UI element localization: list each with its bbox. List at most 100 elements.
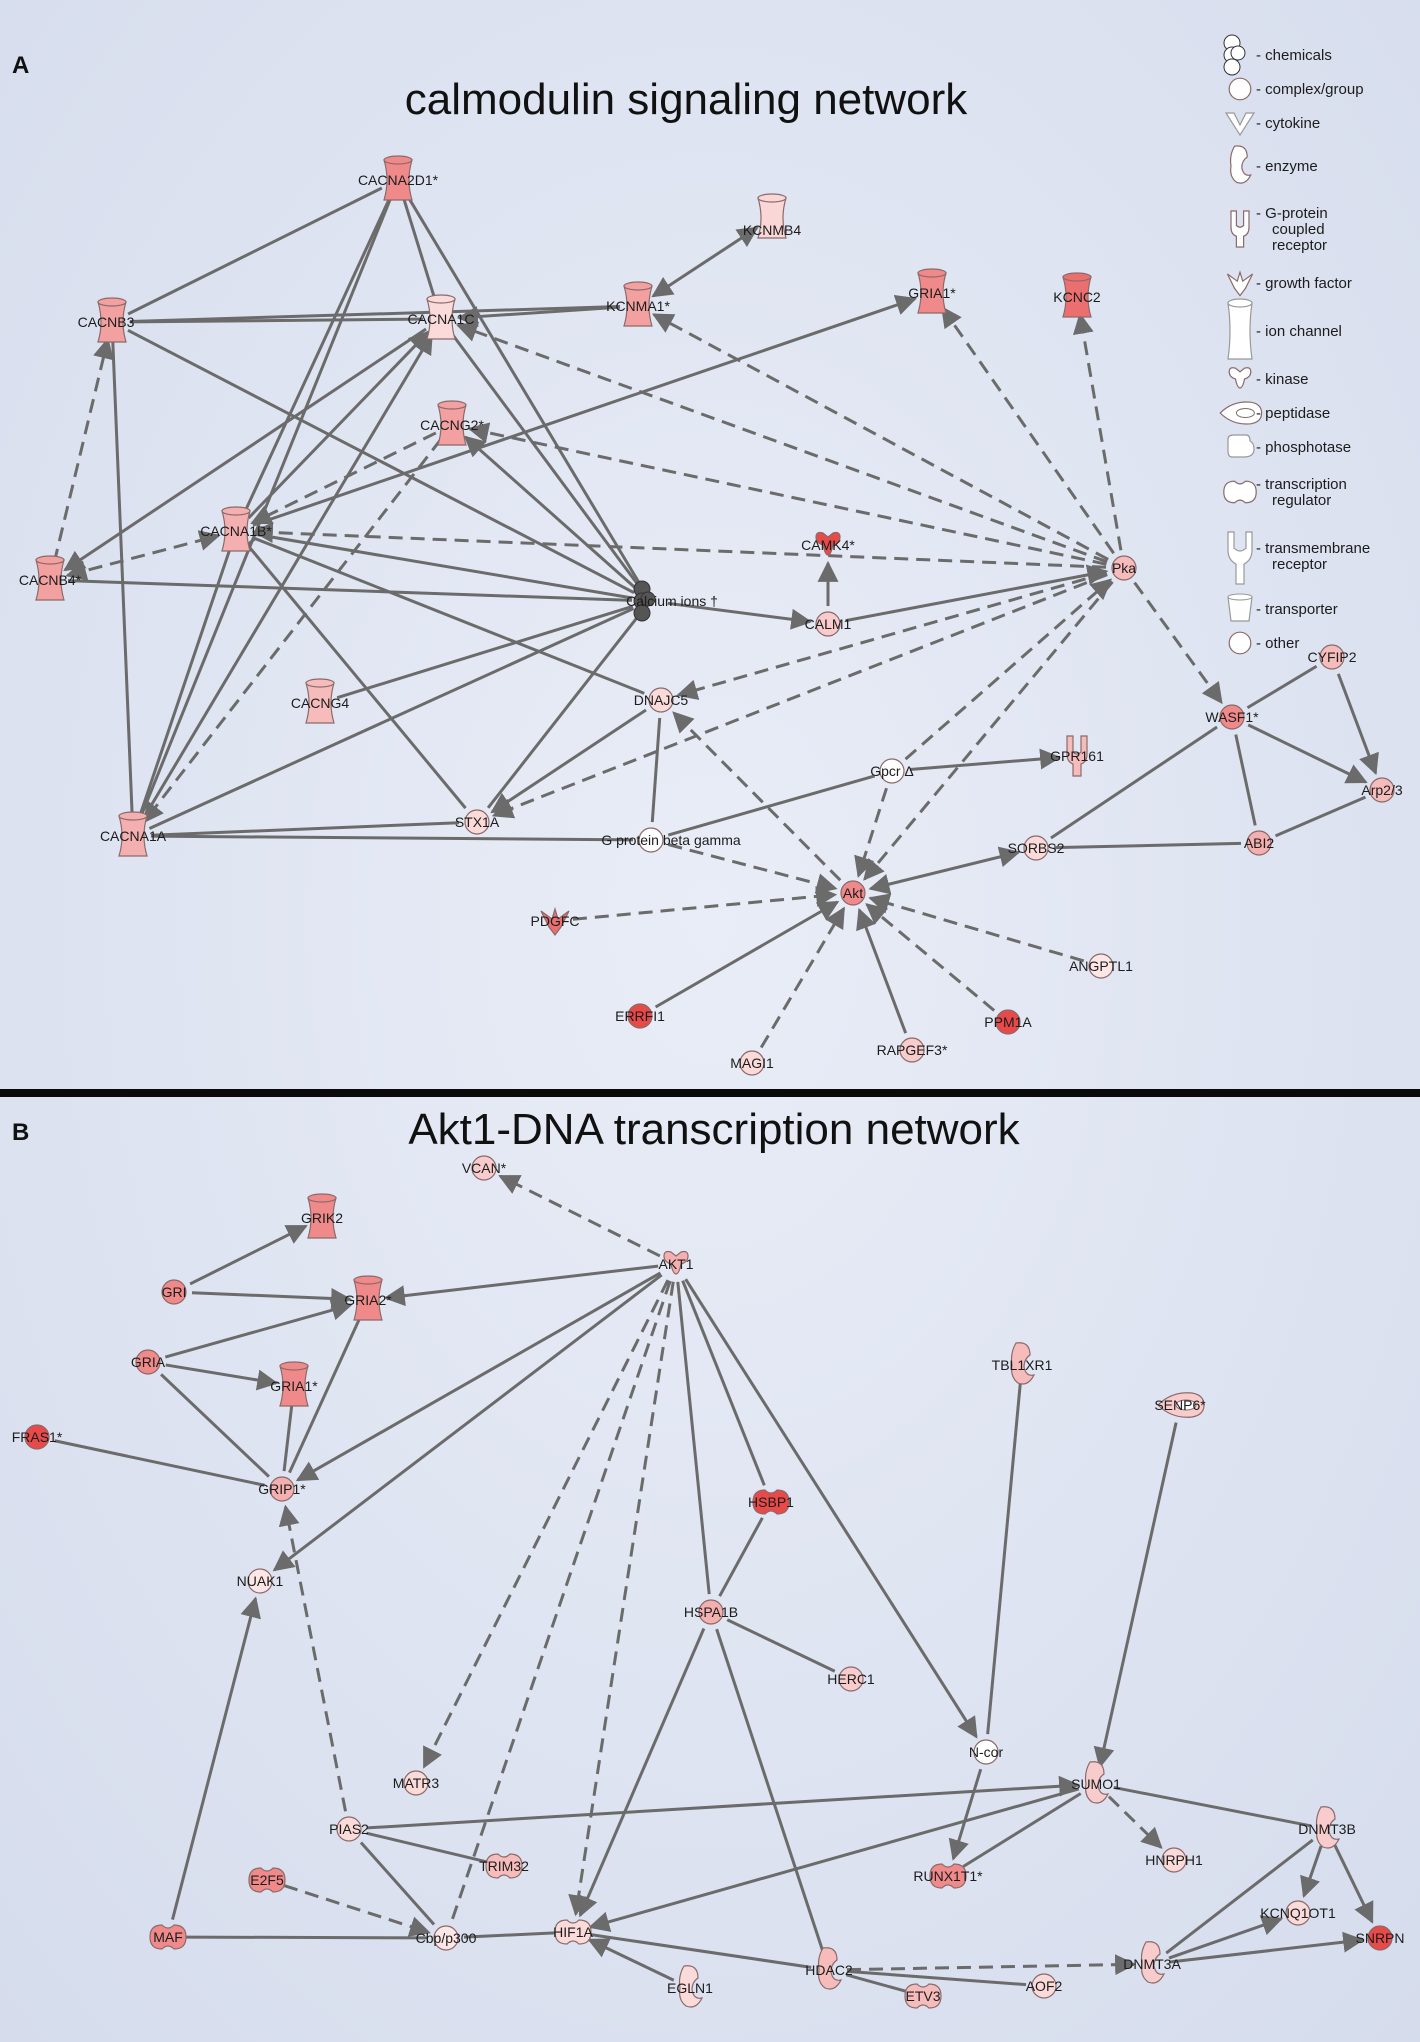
- node-stx1a[interactable]: STX1A: [455, 809, 500, 835]
- node-aof2[interactable]: AOF2: [1026, 1973, 1063, 1999]
- node-label: CACNG4: [291, 695, 350, 711]
- node-label: HSBP1: [748, 1494, 794, 1510]
- node-snrpn[interactable]: SNRPN: [1355, 1925, 1405, 1951]
- edge-e2f5-cbp: [283, 1884, 431, 1937]
- node-vcan[interactable]: VCAN*: [462, 1155, 507, 1181]
- node-gria1b[interactable]: GRIA1*: [270, 1361, 318, 1407]
- node-akt[interactable]: Akt: [840, 880, 866, 906]
- node-maf[interactable]: MAF: [149, 1924, 187, 1950]
- ion-shape-icon: [305, 678, 335, 724]
- node-kcnmb4[interactable]: KCNMB4: [743, 193, 802, 239]
- node-calcium[interactable]: Calcium ions †: [626, 580, 718, 622]
- node-tbl1xr1[interactable]: TBL1XR1: [992, 1342, 1053, 1385]
- node-hif1a[interactable]: HIF1A: [553, 1919, 593, 1945]
- edge-calcium-cacng2: [463, 435, 638, 591]
- node-senp6[interactable]: SENP6*: [1154, 1392, 1206, 1418]
- edge-cacna1a-cacna1c: [140, 332, 434, 822]
- node-magi1[interactable]: MAGI1: [730, 1050, 774, 1076]
- node-cbp[interactable]: Cbp/p300: [416, 1925, 477, 1951]
- node-egln1[interactable]: EGLN1: [667, 1965, 713, 2008]
- node-cacng2[interactable]: CACNG2*: [420, 400, 484, 446]
- node-label: Akt: [843, 885, 863, 901]
- node-dnmt3a[interactable]: DNMT3A: [1123, 1941, 1181, 1984]
- node-etv3[interactable]: ETV3: [904, 1983, 942, 2009]
- edge-gpcr-pka: [904, 578, 1113, 761]
- panel-a-edges: [52, 186, 1379, 1049]
- node-dnmt3b[interactable]: DNMT3B: [1298, 1806, 1356, 1849]
- node-hsbp1[interactable]: HSBP1: [748, 1489, 794, 1515]
- legend-text: - transporter: [1256, 601, 1338, 618]
- node-hdac2[interactable]: HDAC2: [805, 1947, 853, 1990]
- node-gpbg[interactable]: G protein beta gamma: [601, 827, 741, 853]
- node-e2f5[interactable]: E2F5: [248, 1867, 286, 1893]
- node-label: SORBS2: [1008, 840, 1065, 856]
- legend-text: - other: [1256, 635, 1299, 652]
- node-gpcr[interactable]: Gpcr Δ: [870, 758, 914, 784]
- ion-shape-icon: [1062, 272, 1092, 318]
- node-dnajc5[interactable]: DNAJC5: [634, 687, 689, 713]
- node-gpr161[interactable]: GPR161: [1050, 735, 1104, 777]
- node-kcnq1ot1[interactable]: KCNQ1OT1: [1260, 1900, 1336, 1926]
- node-cyfip2[interactable]: CYFIP2: [1307, 644, 1357, 670]
- node-angptl1[interactable]: ANGPTL1: [1069, 953, 1133, 979]
- node-gria2[interactable]: GRIA2*: [344, 1275, 392, 1321]
- node-camk4[interactable]: CAMK4*: [801, 531, 855, 556]
- edge-pias2-cbp: [359, 1841, 436, 1926]
- edge-dnmt3a-kcnq1ot1: [1168, 1915, 1283, 1960]
- circle-shape-icon: [995, 1009, 1021, 1035]
- edge-gri-gria2: [191, 1287, 353, 1309]
- node-label: GRIA1*: [908, 285, 956, 301]
- node-label: WASF1*: [1205, 709, 1259, 725]
- legend-text: - peptidase: [1256, 405, 1330, 422]
- node-grip1[interactable]: GRIP1*: [258, 1476, 306, 1502]
- node-fras1[interactable]: FRAS1*: [12, 1424, 63, 1450]
- node-label: AOF2: [1026, 1978, 1063, 1994]
- node-hnrph1[interactable]: HNRPH1: [1145, 1847, 1203, 1873]
- node-runx1t1[interactable]: RUNX1T1*: [913, 1863, 983, 1889]
- node-errfi1[interactable]: ERRFI1: [615, 1003, 665, 1029]
- node-matr3[interactable]: MATR3: [393, 1770, 440, 1796]
- edge-calcium-cacna1a: [148, 607, 635, 830]
- node-herc1[interactable]: HERC1: [827, 1666, 875, 1692]
- node-kcnma1[interactable]: KCNMA1*: [606, 281, 670, 327]
- edge-cacnb4-cacna1b: [65, 530, 221, 581]
- node-cacna1a[interactable]: CACNA1A: [100, 811, 167, 857]
- edge-senp6-sumo1: [1093, 1422, 1178, 1769]
- edge-calm1-pka: [845, 564, 1109, 623]
- node-cacna2d1[interactable]: CACNA2D1*: [358, 155, 439, 201]
- node-calm1[interactable]: CALM1: [805, 611, 852, 637]
- node-pdgfc[interactable]: PDGFC: [531, 906, 580, 936]
- peptidase-shape-icon: [1157, 1392, 1205, 1418]
- node-gria[interactable]: GRIA: [131, 1349, 166, 1375]
- node-abi2[interactable]: ABI2: [1244, 830, 1275, 856]
- circle-shape-icon: [973, 1739, 999, 1765]
- node-pias2[interactable]: PIAS2: [329, 1816, 369, 1842]
- node-trim32[interactable]: TRIM32: [479, 1853, 529, 1879]
- node-grik2[interactable]: GRIK2: [301, 1193, 343, 1239]
- node-pka[interactable]: Pka: [1111, 555, 1137, 581]
- node-wasf1[interactable]: WASF1*: [1205, 704, 1259, 730]
- node-ppm1a[interactable]: PPM1A: [984, 1009, 1032, 1035]
- node-sorbs2[interactable]: SORBS2: [1008, 835, 1065, 861]
- node-hspa1b[interactable]: HSPA1B: [684, 1599, 738, 1625]
- node-sumo1[interactable]: SUMO1: [1071, 1761, 1121, 1804]
- circle-shape-icon: [698, 1599, 724, 1625]
- node-label: Pka: [1112, 560, 1136, 576]
- node-ncor[interactable]: N-cor: [969, 1739, 1004, 1765]
- node-cacnb4[interactable]: CACNB4*: [19, 555, 82, 601]
- edge-cacnb4-cacnb3: [52, 337, 114, 563]
- node-gri[interactable]: GRI: [161, 1279, 187, 1305]
- node-cacng4[interactable]: CACNG4: [291, 678, 350, 724]
- node-gria1a[interactable]: GRIA1*: [908, 268, 956, 314]
- node-nuak1[interactable]: NUAK1: [237, 1568, 284, 1594]
- node-arp23[interactable]: Arp2/3: [1361, 777, 1403, 803]
- legend-transcription-icon: [1223, 480, 1257, 504]
- node-rapgef3[interactable]: RAPGEF3*: [877, 1037, 948, 1063]
- circle-shape-icon: [403, 1770, 429, 1796]
- node-akt1[interactable]: AKT1: [658, 1250, 694, 1275]
- node-kcnc2[interactable]: KCNC2: [1053, 272, 1101, 318]
- node-cacna1b[interactable]: CACNA1B*: [200, 506, 272, 552]
- node-cacnb3[interactable]: CACNB3: [78, 297, 135, 343]
- node-cacna1c[interactable]: CACNA1C: [408, 294, 475, 340]
